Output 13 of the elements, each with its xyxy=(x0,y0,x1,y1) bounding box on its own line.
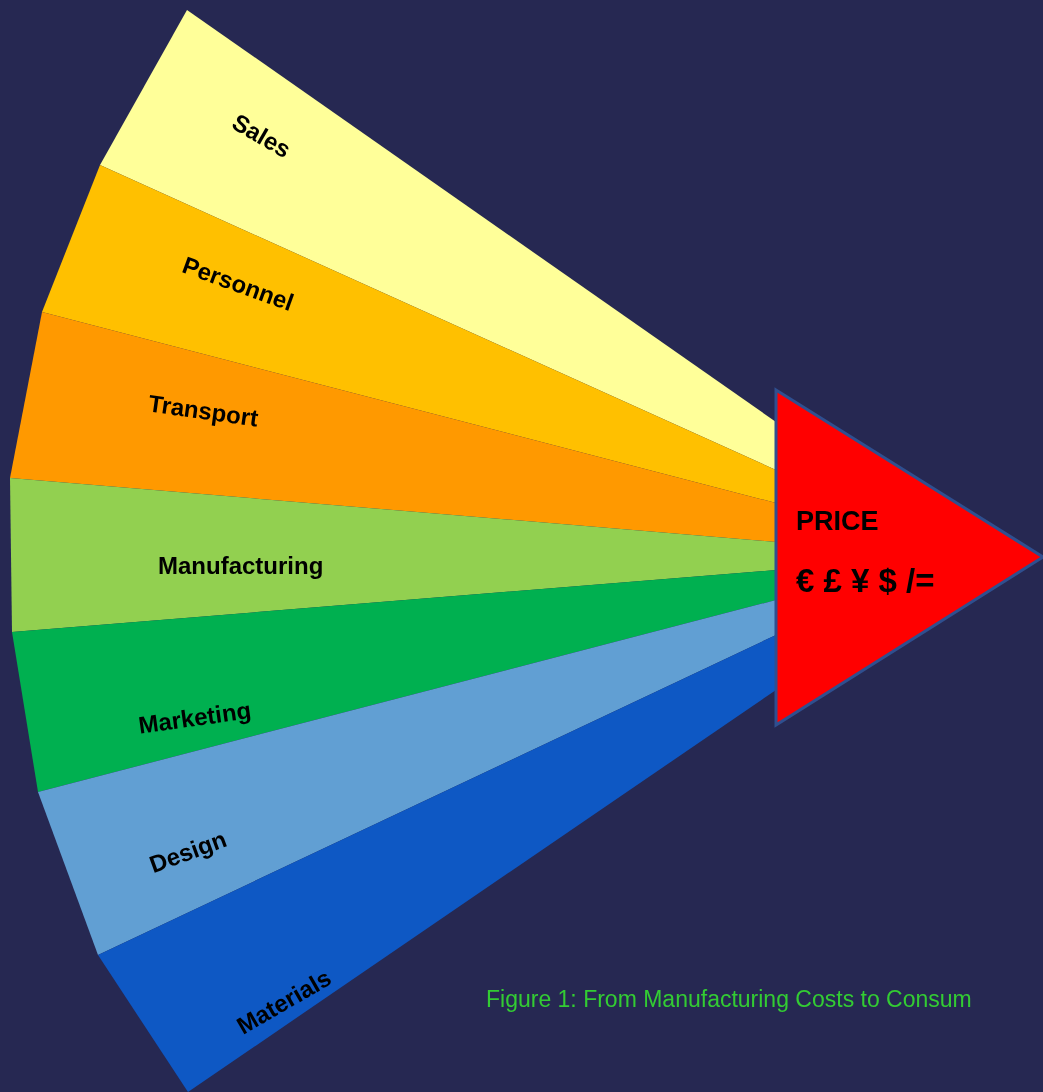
cost-band xyxy=(100,10,776,470)
cost-band xyxy=(42,165,776,503)
currency-symbols: € £ ¥ $ /= xyxy=(796,562,935,600)
band-label: Manufacturing xyxy=(158,552,324,580)
cost-band xyxy=(10,312,776,542)
figure-caption: Figure 1: From Manufacturing Costs to Consum xyxy=(486,986,972,1013)
price-heading: PRICE xyxy=(796,506,879,537)
cost-band xyxy=(10,478,776,632)
band-label: Transport xyxy=(146,389,261,433)
band-label: Marketing xyxy=(136,696,253,740)
price-triangle xyxy=(776,390,1043,725)
band-label: Design xyxy=(145,825,231,879)
cost-band xyxy=(38,600,776,955)
